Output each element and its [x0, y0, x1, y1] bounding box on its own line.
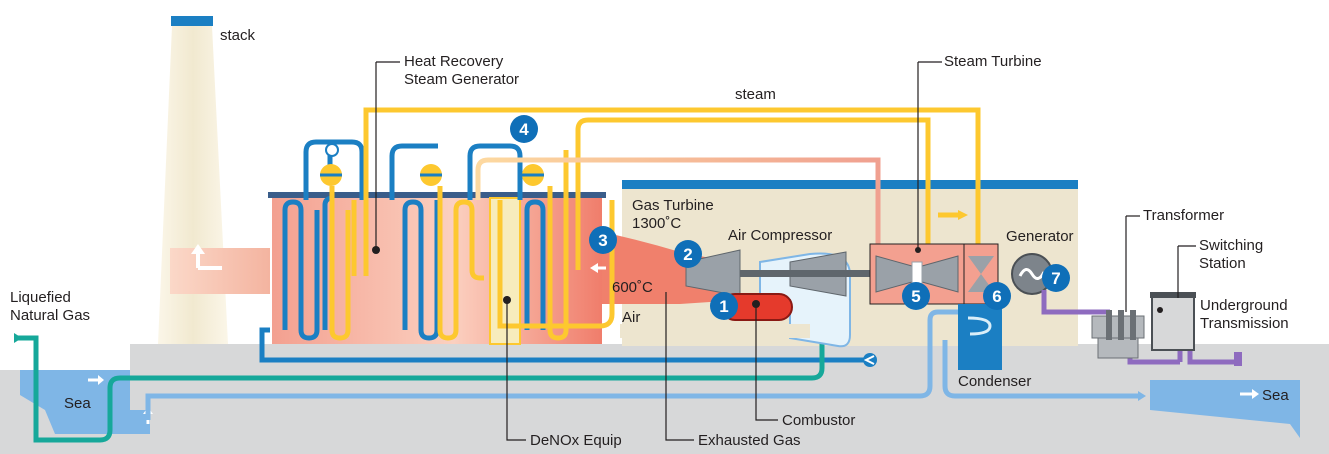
label-air-compressor: Air Compressor: [728, 227, 832, 244]
exhaust-plume: [170, 248, 270, 294]
evaporator-tubes: [259, 139, 870, 363]
marker-7: 7: [1042, 264, 1070, 292]
ground: [0, 344, 1329, 454]
transformer-unit: [1091, 310, 1145, 359]
label-gas-turbine-line1: Gas Turbine: [632, 197, 714, 214]
marker-1: 1: [710, 292, 738, 320]
svg-text:2: 2: [683, 245, 692, 264]
label-denox: DeNOx Equip: [530, 432, 622, 449]
hot-steam-line: [475, 157, 881, 248]
label-transformer: Transformer: [1143, 207, 1224, 224]
stack-cap: [171, 16, 213, 26]
marker-3: 3: [589, 226, 617, 254]
svg-text:6: 6: [992, 287, 1001, 306]
switching-station: [1150, 292, 1196, 351]
label-steam-turbine: Steam Turbine: [944, 53, 1042, 70]
fuel-line: [14, 310, 825, 443]
label-underground-line1: Underground: [1200, 297, 1288, 314]
marker-6: 6: [983, 282, 1011, 310]
label-air: Air: [622, 309, 640, 326]
marker-4: 4: [510, 115, 538, 143]
label-temp-600: 600˚C: [612, 279, 653, 296]
turbine-shaft: [740, 270, 950, 277]
steam-drums: [320, 143, 544, 186]
label-lng-line1: Liquefied: [10, 289, 71, 306]
stack: [158, 26, 228, 344]
steam-lines: [329, 107, 981, 341]
label-sea-left: Sea: [64, 395, 91, 412]
condenser: [958, 304, 1002, 370]
label-switching-station-line1: Switching: [1199, 237, 1263, 254]
label-switching-station-line2: Station: [1199, 255, 1246, 272]
label-condenser: Condenser: [958, 373, 1031, 390]
sea-right: [1150, 380, 1300, 438]
label-stack: stack: [220, 27, 256, 44]
denox-equipment: [489, 197, 521, 345]
label-generator: Generator: [1006, 228, 1074, 245]
marker-2: 2: [674, 240, 702, 268]
svg-text:7: 7: [1051, 269, 1060, 288]
svg-text:3: 3: [598, 231, 607, 250]
svg-text:1: 1: [719, 297, 728, 316]
sea-left: [20, 370, 150, 434]
svg-text:5: 5: [911, 287, 920, 306]
label-sea-right: Sea: [1262, 387, 1289, 404]
label-gas-turbine-line2: 1300˚C: [632, 215, 681, 232]
cooling-water-line: [145, 309, 1140, 420]
label-steam: steam: [735, 86, 776, 103]
label-hrsg-line1: Heat Recovery: [404, 53, 504, 70]
turbine-building-roof: [622, 180, 1078, 189]
svg-text:4: 4: [519, 120, 529, 139]
label-exhausted-gas: Exhausted Gas: [698, 432, 801, 449]
label-combustor: Combustor: [782, 412, 855, 429]
leader-lines: [375, 61, 1196, 441]
hrsg-roof: [268, 192, 606, 198]
label-underground-line2: Transmission: [1200, 315, 1289, 332]
label-hrsg-line2: Steam Generator: [404, 71, 519, 88]
marker-5: 5: [902, 282, 930, 310]
label-lng-line2: Natural Gas: [10, 307, 90, 324]
